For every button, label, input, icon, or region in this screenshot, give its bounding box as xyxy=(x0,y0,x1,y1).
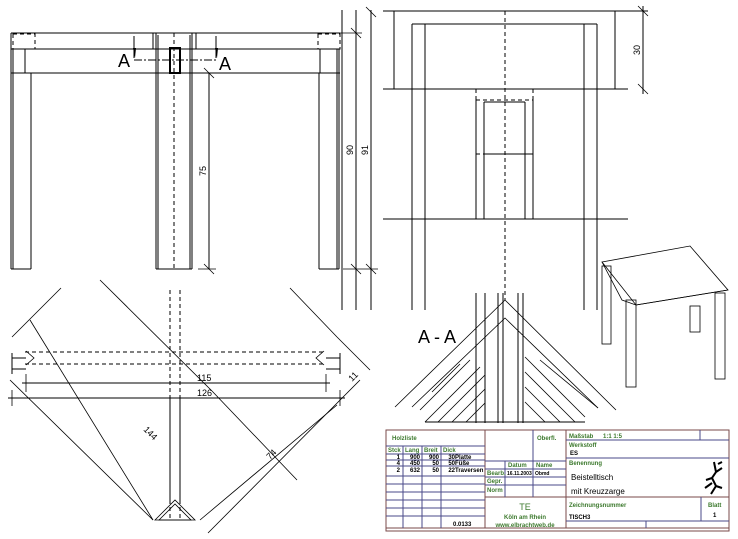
svg-text:900: 900 xyxy=(410,455,421,461)
surface-label: Oberfl. xyxy=(537,436,557,442)
scale-label: Maßstab xyxy=(569,434,594,440)
svg-text:450: 450 xyxy=(410,461,421,467)
section-view: A - A xyxy=(394,293,617,423)
checked-label: Gepr. xyxy=(487,479,503,485)
drawn-date: 16.11.2003 xyxy=(507,471,532,477)
isometric-view xyxy=(601,245,729,388)
designation-line2: mit Kreuzzarge xyxy=(571,487,625,496)
cut-marker-right: A xyxy=(219,54,231,74)
svg-text:30: 30 xyxy=(448,455,455,461)
dim-11: 11 xyxy=(346,370,360,384)
dim-30: 30 xyxy=(632,45,642,55)
designation-line1: Beistelltisch xyxy=(571,473,613,482)
svg-text:50: 50 xyxy=(448,461,455,467)
name-label: Name xyxy=(536,463,553,469)
col-width: Breit xyxy=(424,448,438,454)
tree-logo-icon xyxy=(704,461,723,495)
col-thick: Dick xyxy=(443,448,456,454)
drawn-label: Bearb. xyxy=(487,471,506,477)
dim-90: 90 xyxy=(345,145,355,155)
front-view: A A 75 90 91 xyxy=(10,6,378,310)
scale-value: 1:1 1:5 xyxy=(603,434,623,440)
svg-text:4: 4 xyxy=(397,461,401,467)
svg-text:Traversen: Traversen xyxy=(455,468,484,474)
material-value: ES xyxy=(570,451,578,457)
dim-75: 75 xyxy=(198,166,208,176)
cut-marker-left: A xyxy=(118,51,130,71)
date-label: Datum xyxy=(508,463,527,469)
plan-view: 115 126 144 74 11 xyxy=(8,279,371,534)
sheet-label: Blatt xyxy=(708,503,721,509)
drawing-number-label: Zeichnungsnummer xyxy=(569,503,627,509)
designation-label: Benennung xyxy=(569,461,602,467)
material-label: Werkstoff xyxy=(569,443,598,449)
dim-91: 91 xyxy=(360,145,370,155)
svg-text:1: 1 xyxy=(397,455,401,461)
drawn-name: Obmd xyxy=(535,471,549,477)
svg-text:22: 22 xyxy=(448,468,455,474)
website: www.elbrachtweb.de xyxy=(494,523,555,529)
svg-text:50: 50 xyxy=(432,461,439,467)
svg-text:50: 50 xyxy=(432,468,439,474)
dim-126: 126 xyxy=(197,388,212,398)
svg-text:632: 632 xyxy=(410,468,421,474)
col-length: Lang xyxy=(405,448,420,454)
norm-label: Norm xyxy=(487,488,503,494)
drawing-number: TISCH3 xyxy=(569,515,591,521)
svg-text:Füße: Füße xyxy=(455,461,470,467)
svg-text:2: 2 xyxy=(397,468,401,474)
parts-list-title: Holzliste xyxy=(392,436,417,442)
section-label: A - A xyxy=(418,327,456,347)
side-view: 30 xyxy=(383,5,649,310)
volume: 0.0133 xyxy=(453,522,472,528)
parts-row: 4 450 50 50 Füße xyxy=(397,461,470,467)
dim-115: 115 xyxy=(197,373,211,383)
company: TE xyxy=(519,502,531,512)
dim-144: 144 xyxy=(142,424,160,442)
title-block: Holzliste Stck Lang Breit Dick 1 900 900… xyxy=(385,429,730,532)
city: Köln am Rhein xyxy=(504,515,546,521)
dim-74: 74 xyxy=(264,447,278,461)
sheet-value: 1 xyxy=(713,513,717,519)
parts-row: 2 632 50 22 Traversen xyxy=(397,468,484,474)
svg-text:900: 900 xyxy=(429,455,440,461)
parts-row: 1 900 900 30 Platte xyxy=(397,455,472,461)
svg-text:Platte: Platte xyxy=(455,455,472,461)
col-qty: Stck xyxy=(388,448,401,454)
